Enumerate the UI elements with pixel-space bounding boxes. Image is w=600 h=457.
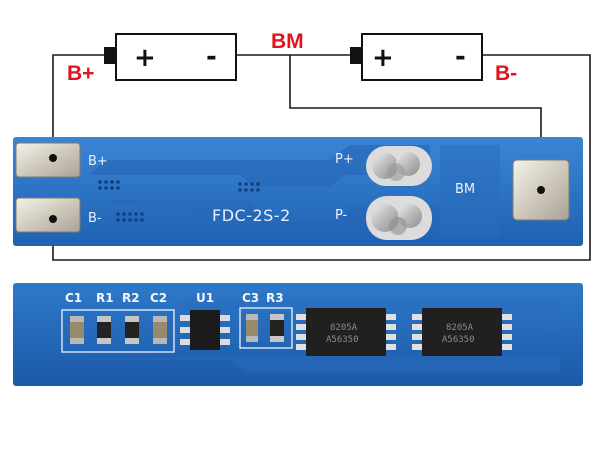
pad-bplus-label: B+: [88, 154, 108, 169]
resistor-r2: [125, 316, 139, 344]
pad-pminus-label: P-: [335, 208, 348, 223]
resistor-r3: [270, 314, 284, 342]
label-bm: BM: [271, 30, 304, 53]
pcb-bottom: C1 R1 R2 C2 U1 C3 R3: [13, 283, 583, 386]
cell2-minus: -: [455, 42, 466, 72]
cell2-plus: +: [372, 43, 394, 73]
label-r1: R1: [96, 291, 114, 305]
capacitor-c2: [153, 316, 167, 344]
chip2-line1: 8205A: [446, 323, 474, 333]
label-c2: C2: [150, 291, 167, 305]
cell1-plus: +: [134, 43, 156, 73]
pcb-top: B+ B- P+ P- FDC-2S-2 BM: [13, 137, 583, 246]
pad-bplus: [15, 142, 81, 178]
pad-pplus: [366, 146, 432, 186]
chip1-line1: 8205A: [330, 323, 358, 333]
pad-bm-label: BM: [455, 182, 475, 197]
wire-bplus: [52, 54, 104, 157]
capacitor-c3: [246, 314, 258, 342]
wire-bminus: [52, 54, 591, 261]
pad-bminus-label: B-: [88, 211, 102, 226]
board-model: FDC-2S-2: [212, 206, 291, 225]
mosfet-chip-1: 8205A A56350: [296, 308, 396, 356]
label-c3: C3: [242, 291, 259, 305]
pad-pminus: [366, 196, 432, 240]
chip2-line2: A56350: [442, 335, 475, 345]
battery-cell-1: + -: [104, 33, 237, 81]
mosfet-chip-2: 8205A A56350: [412, 308, 512, 356]
label-r2: R2: [122, 291, 140, 305]
resistor-r1: [97, 316, 111, 344]
label-bplus: B+: [67, 62, 94, 85]
label-c1: C1: [65, 291, 82, 305]
ic-u1: [180, 310, 230, 350]
pad-bminus: [15, 197, 81, 233]
label-r3: R3: [266, 291, 284, 305]
cell1-minus: -: [206, 42, 217, 72]
battery-cell-2: + -: [350, 33, 483, 81]
pad-pplus-label: P+: [335, 152, 354, 167]
capacitor-c1: [70, 316, 84, 344]
label-bminus: B-: [495, 62, 517, 85]
chip1-line2: A56350: [326, 335, 359, 345]
label-u1: U1: [196, 291, 214, 305]
wiring: [52, 54, 591, 261]
